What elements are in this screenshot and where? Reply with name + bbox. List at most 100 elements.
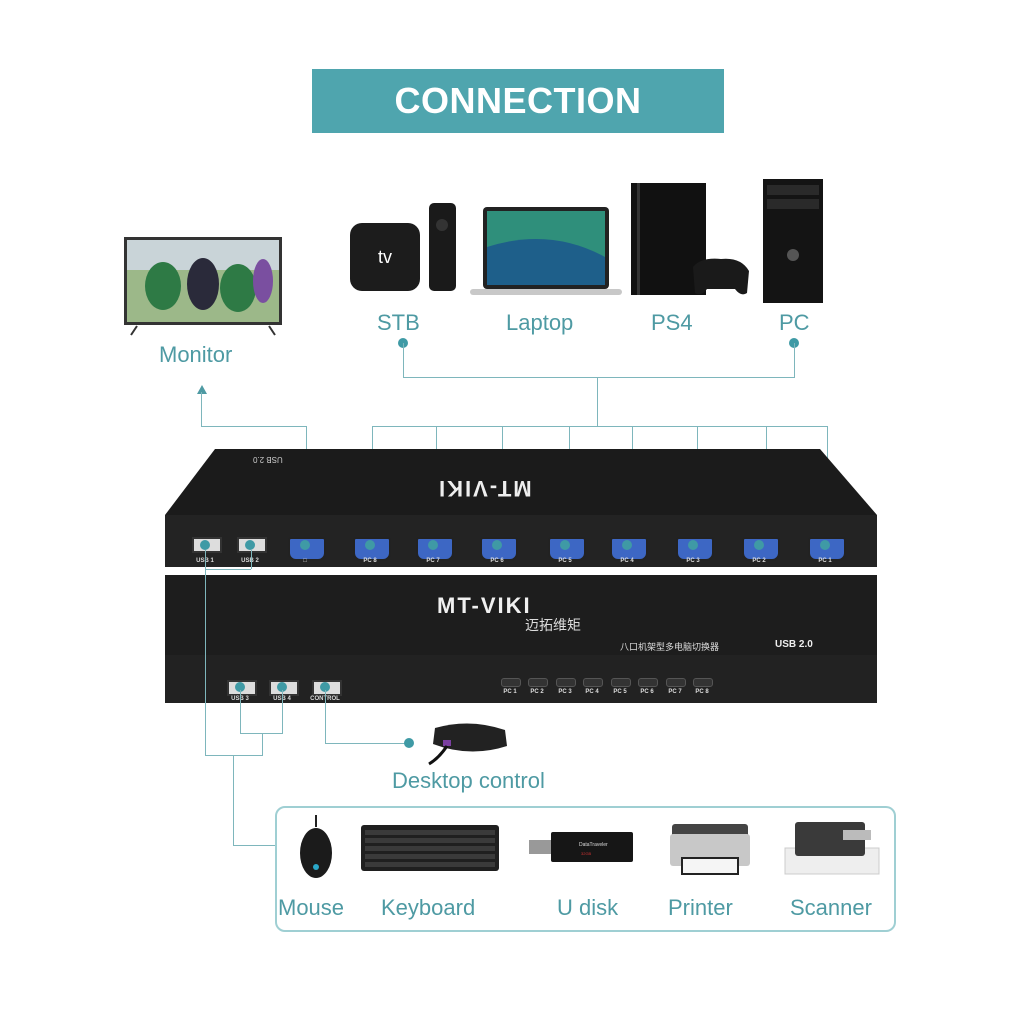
peripheral-label-u-disk: U disk (557, 895, 619, 920)
pc-select-button[interactable] (693, 678, 713, 687)
connection-dot (820, 540, 830, 550)
port-label: PC 1 (818, 558, 832, 564)
connector-line (205, 550, 206, 755)
keyboard-icon (361, 823, 499, 871)
pc-button-label: PC 4 (585, 689, 599, 695)
pc-button-label: PC 7 (668, 689, 682, 695)
port-label: PC 8 (363, 558, 377, 564)
peripheral-label-keyboard: Keyboard (381, 895, 476, 920)
connection-dot (200, 540, 210, 550)
pc-select-button[interactable] (611, 678, 631, 687)
connection-dot (428, 540, 438, 550)
port-label: PC 7 (426, 558, 440, 564)
peripherals-group (275, 806, 896, 932)
port-label: PC 4 (620, 558, 634, 564)
ps4-console-icon (631, 181, 751, 299)
pc-select-button[interactable] (556, 678, 576, 687)
peripheral-label-scanner: Scanner (790, 895, 872, 920)
pc-select-button[interactable] (501, 678, 521, 687)
connection-dot (754, 540, 764, 550)
source-label-pc: PC (779, 310, 810, 335)
connection-dot (300, 540, 310, 550)
pc-button-label: PC 8 (695, 689, 709, 695)
svg-text:tv: tv (378, 247, 392, 267)
kvm-brand-upside-down: MT-VIKI (437, 476, 532, 501)
connector-line (205, 755, 263, 756)
desktop-tower-icon (763, 179, 823, 303)
connection-dot (365, 540, 375, 550)
port-label: PC 3 (686, 558, 700, 564)
monitor-icon (123, 236, 283, 336)
port-label: USB 3 (231, 696, 249, 702)
desktop-control-icon (425, 718, 515, 768)
title-banner: CONNECTION (312, 69, 724, 133)
kvm-switch-front: MT-VIKI 迈拓维矩 八口机架型多电脑切换器 USB 2.0 USB 3 US… (165, 575, 877, 703)
connection-dot (277, 682, 287, 692)
connector-line (282, 690, 283, 733)
connector-line (403, 377, 795, 378)
control-connection-dot (404, 738, 414, 748)
apple-tv-icon: tv (350, 203, 460, 293)
port-label: PC 6 (490, 558, 504, 564)
connector-line (201, 392, 202, 426)
monitor-label: Monitor (159, 342, 233, 367)
desktop-control-label: Desktop control (392, 768, 545, 793)
pc-button-label: PC 5 (613, 689, 627, 695)
connection-dot (235, 682, 245, 692)
connector-line (372, 426, 827, 427)
connection-dot (320, 682, 330, 692)
connector-line (205, 569, 251, 570)
source-label-ps4: PS4 (651, 310, 693, 335)
connector-line (403, 343, 404, 377)
pc-select-button[interactable] (528, 678, 548, 687)
svg-text:32GB: 32GB (581, 851, 592, 856)
pc-button-label: PC 6 (640, 689, 654, 695)
peripheral-label-printer: Printer (668, 895, 733, 920)
port-label: PC 5 (558, 558, 572, 564)
printer-icon (668, 820, 752, 878)
connector-line (201, 426, 307, 427)
connector-line (794, 343, 795, 377)
source-label-laptop: Laptop (506, 310, 574, 335)
kvm-brand: MT-VIKI (437, 593, 532, 618)
laptop-icon (470, 207, 622, 297)
connector-line (325, 743, 409, 744)
connection-dot (245, 540, 255, 550)
mouse-icon (296, 815, 336, 879)
scanner-icon (783, 818, 881, 878)
kvm-switch-back: MT-VIKI USB 2.0 USB 1 USB 2 □ PC 8 PC 7 PC 6 P… (165, 447, 877, 567)
connection-dot (688, 540, 698, 550)
kvm-brand-cn: 迈拓维矩 (525, 617, 581, 633)
source-label-stb: STB (377, 310, 420, 335)
connector-line (597, 377, 598, 426)
connection-dot (492, 540, 502, 550)
pc-select-button[interactable] (583, 678, 603, 687)
port-label: USB 2 (241, 558, 259, 564)
port-label: USB 1 (196, 558, 214, 564)
pc-button-label: PC 3 (558, 689, 572, 695)
pc-select-button[interactable] (666, 678, 686, 687)
pc-button-label: PC 1 (503, 689, 517, 695)
port-label: □ (303, 558, 307, 564)
pc-select-button[interactable] (638, 678, 658, 687)
kvm-subtitle-cn: 八口机架型多电脑切换器 (620, 642, 720, 652)
usb-drive-icon: DataTraveler 32GB (529, 830, 633, 864)
arrow-up-icon (197, 385, 207, 394)
connection-dot (560, 540, 570, 550)
kvm-usb-version: USB 2.0 (775, 639, 813, 650)
title-text: CONNECTION (394, 80, 642, 121)
peripheral-label-mouse: Mouse (278, 895, 345, 920)
svg-text:DataTraveler: DataTraveler (579, 842, 608, 848)
connector-line (240, 733, 283, 734)
port-label: USB 4 (273, 696, 291, 702)
connector-line (233, 755, 234, 845)
port-label: CONTROL (307, 696, 343, 702)
connection-dot (622, 540, 632, 550)
connector-line (233, 845, 275, 846)
port-label: PC 2 (752, 558, 766, 564)
connector-line (251, 550, 252, 569)
connector-line (262, 733, 263, 755)
kvm-usb-version-upside-down: USB 2.0 (253, 455, 283, 464)
connector-line (240, 690, 241, 733)
pc-button-label: PC 2 (530, 689, 544, 695)
